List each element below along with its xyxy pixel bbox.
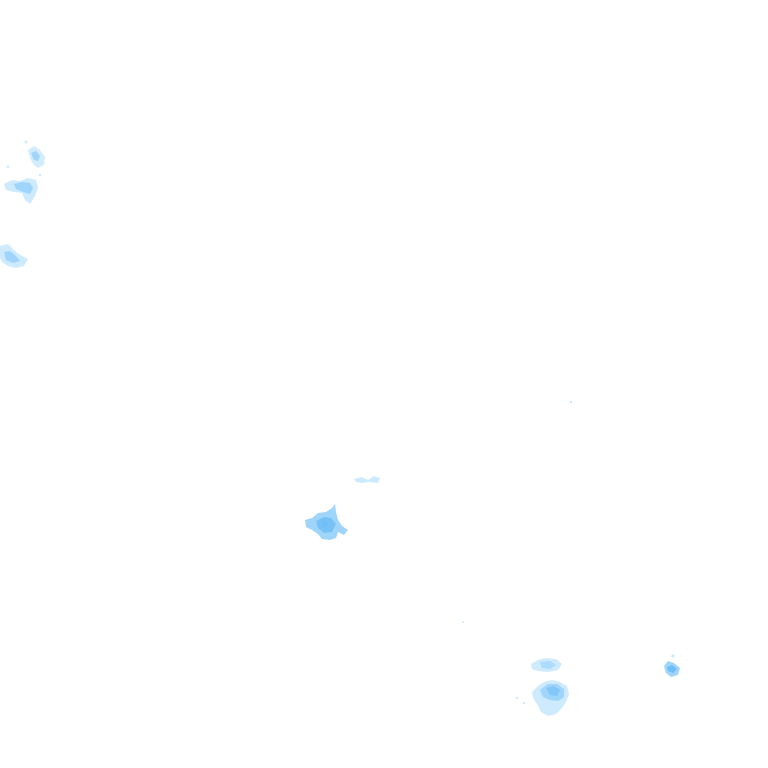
precipitation-cell-center: [305, 504, 348, 540]
precipitation-speck-east: [569, 400, 573, 404]
precipitation-cell-far-southeast: [664, 654, 680, 677]
precipitation-cell-center-small: [354, 476, 380, 483]
precipitation-cell-southeast: [515, 658, 569, 716]
precipitation-cell-northwest-2: [0, 244, 28, 268]
precipitation-cell-northwest-1: [4, 140, 45, 204]
precipitation-speck-south: [462, 621, 464, 623]
